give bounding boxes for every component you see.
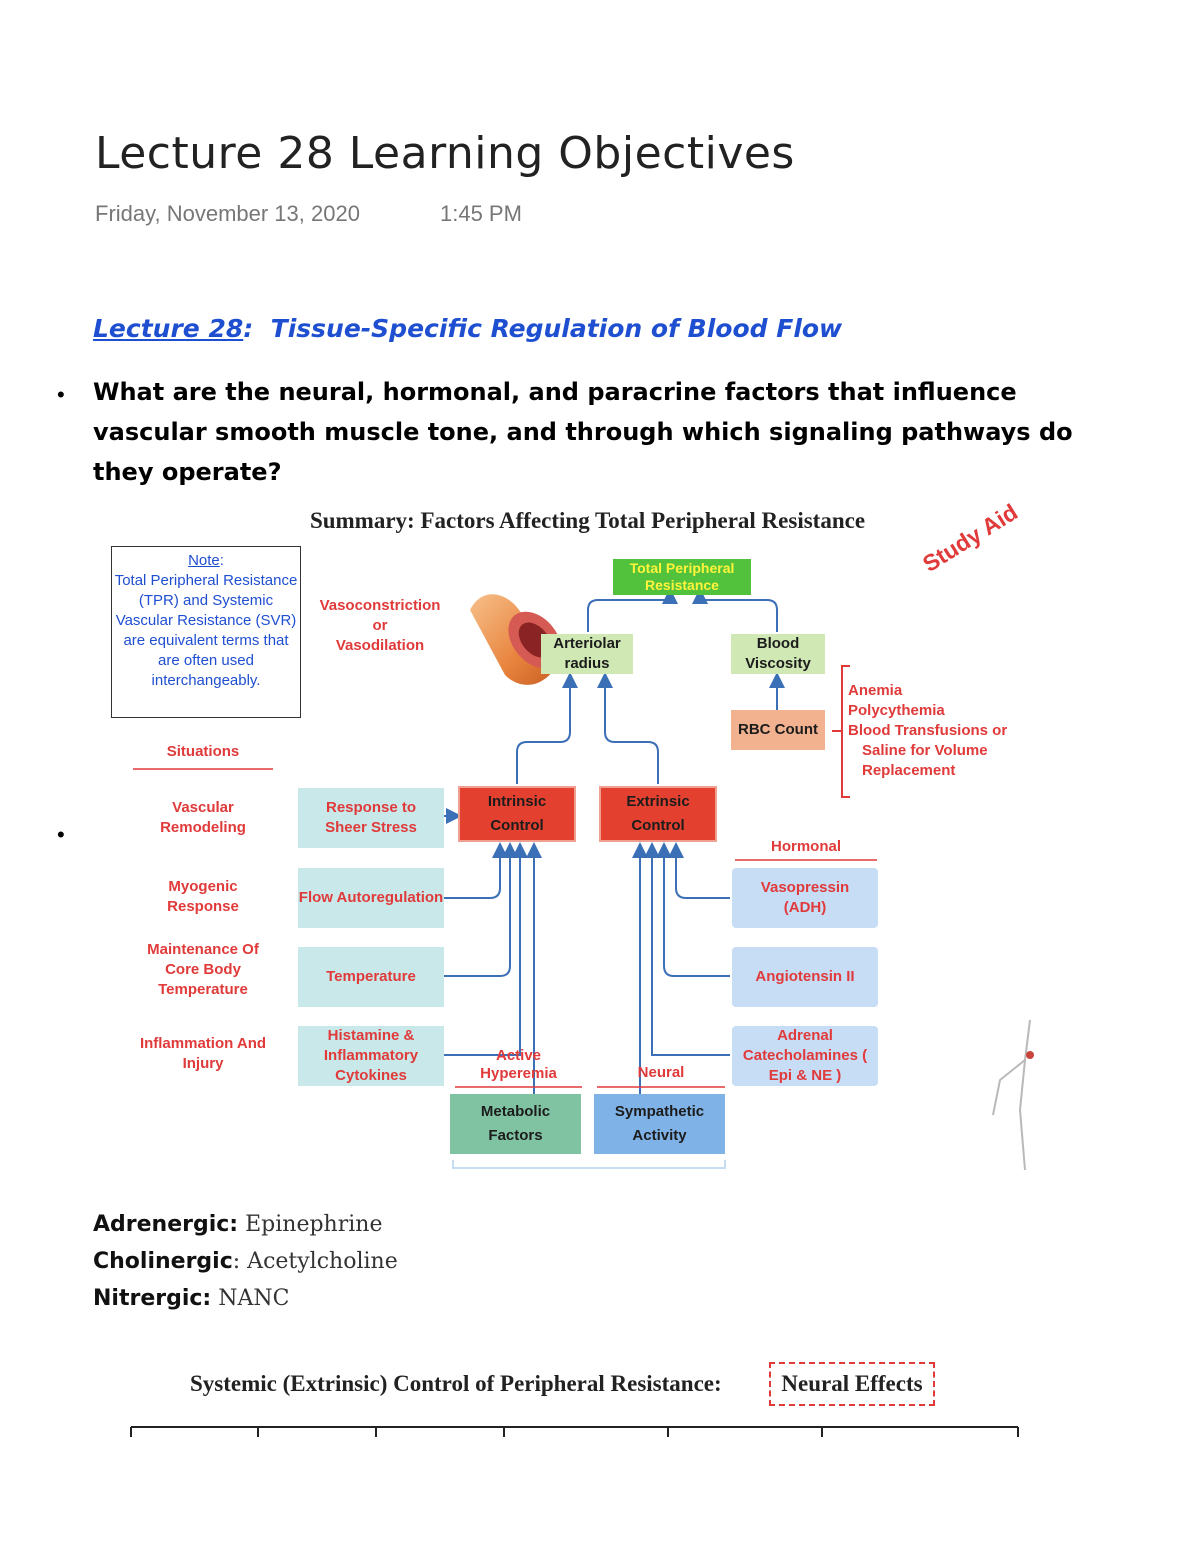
metabolic-factors-box: Metabolic Factors: [450, 1094, 581, 1154]
note-colon: :: [219, 552, 224, 569]
vaso-line-3: Vasodilation: [335, 637, 425, 654]
rbc-factor: Blood Transfusions or: [848, 722, 1008, 739]
vaso-label: Vasoconstriction or Vasodilation: [305, 596, 455, 656]
active-hyperemia-line-2: Hyperemia: [480, 1065, 557, 1082]
adrenal-catecholamines-box: Adrenal Catecholamines ( Epi & NE ): [732, 1026, 878, 1086]
objective-question: What are the neural, hormonal, and parac…: [93, 378, 1073, 486]
hormonal-header: Hormonal: [770, 838, 841, 855]
intrinsic-control-box: Intrinsic Control: [458, 786, 576, 842]
vaso-line-2: or: [372, 617, 388, 634]
page-title: Lecture 28 Learning Objectives: [95, 128, 795, 179]
body-illustration: [992, 1019, 1034, 1171]
figure-title: Summary: Factors Affecting Total Periphe…: [309, 508, 866, 533]
active-hyperemia-label: Active Hyperemia: [455, 1047, 582, 1083]
nerve-value: : Acetylcholine: [232, 1249, 398, 1274]
table-top-lines: [130, 1426, 1019, 1437]
lecture-heading: Lecture 28: Tissue-Specific Regulation o…: [93, 314, 842, 343]
nerve-label: Nitrergic:: [93, 1286, 212, 1311]
neural-effects-highlight: Neural Effects: [769, 1362, 935, 1406]
nerve-line-cholinergic: Cholinergic: Acetylcholine: [93, 1249, 398, 1274]
nerve-label: Adrenergic:: [93, 1212, 239, 1237]
bullet-marker-2: •: [57, 822, 65, 847]
nerve-line-adrenergic: Adrenergic: Epinephrine: [93, 1212, 382, 1237]
rbc-count-box: RBC Count: [731, 710, 825, 750]
rbc-factor: Saline for Volume: [862, 742, 988, 759]
page-time: 1:45 PM: [440, 201, 522, 226]
lecture-colon: :: [243, 314, 254, 343]
active-hyperemia-line-1: Active: [495, 1047, 542, 1064]
nerve-label: Cholinergic: [93, 1249, 233, 1274]
flow-autoregulation-box: Flow Autoregulation: [298, 868, 444, 928]
note-body: Total Peripheral Resistance (TPR) and Sy…: [114, 572, 298, 689]
neural-label: Neural: [637, 1064, 685, 1081]
note-box: Note: Total Peripheral Resistance (TPR) …: [111, 546, 301, 718]
arteriolar-radius-box: Arteriolar radius: [541, 634, 633, 674]
situations-header: Situations: [166, 743, 240, 760]
rbc-factors-list: Anemia Polycythemia Blood Transfusions o…: [848, 681, 1007, 781]
blood-viscosity-box: Blood Viscosity: [731, 634, 825, 674]
sheer-stress-box: Response to Sheer Stress: [298, 788, 444, 848]
bullet-marker-1: •: [57, 382, 65, 407]
note-head: Note: [188, 552, 220, 569]
extrinsic-control-box: Extrinsic Control: [599, 786, 717, 842]
temperature-box: Temperature: [298, 947, 444, 1007]
rbc-factor: Anemia: [848, 682, 903, 699]
nerve-value: NANC: [218, 1286, 290, 1311]
situation-item: Vascular Remodeling: [160, 799, 246, 836]
tpr-box: Total Peripheral Resistance: [613, 559, 751, 595]
nerve-line-nitrergic: Nitrergic: NANC: [93, 1286, 289, 1311]
nerve-value: Epinephrine: [245, 1212, 383, 1237]
page-date: Friday, November 13, 2020: [95, 201, 360, 226]
figure2-title: Systemic (Extrinsic) Control of Peripher…: [190, 1371, 722, 1396]
rbc-factor: Replacement: [862, 762, 956, 779]
rbc-factor: Polycythemia: [848, 702, 945, 719]
situation-item: Inflammation And Injury: [139, 1035, 267, 1072]
vaso-line-1: Vasoconstriction: [319, 597, 441, 614]
situation-item: Maintenance Of Core Body Temperature: [147, 941, 259, 998]
lecture-label: Lecture 28: [93, 314, 244, 343]
situation-item: Myogenic Response: [167, 878, 239, 915]
vasopressin-box: Vasopressin (ADH): [732, 868, 878, 928]
angiotensin-box: Angiotensin II: [732, 947, 878, 1007]
histamine-box: Histamine & Inflammatory Cytokines: [298, 1026, 444, 1086]
sympathetic-activity-box: Sympathetic Activity: [594, 1094, 725, 1154]
lecture-topic: Tissue-Specific Regulation of Blood Flow: [270, 314, 843, 343]
